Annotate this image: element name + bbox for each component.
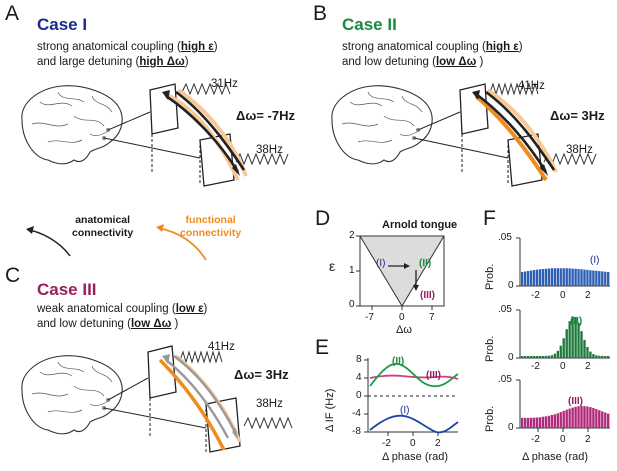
d-xtick-7: 7 xyxy=(429,312,435,323)
panel-a-diagram xyxy=(21,82,289,187)
legend-arrows xyxy=(26,224,207,261)
f-label-3: (III) xyxy=(568,396,583,407)
e-ytick-8: 8 xyxy=(356,354,362,365)
d-ytick-2: 2 xyxy=(349,230,355,241)
f1-xtick-0: 0 xyxy=(560,290,566,301)
f-label-1: (I) xyxy=(590,255,600,266)
panel-d-letter: D xyxy=(315,207,331,230)
panel-d-title: Arnold tongue xyxy=(382,219,458,231)
panel-a-freq1: 31Hz xyxy=(211,78,238,90)
d-ytick-0: 0 xyxy=(349,299,355,310)
d-ylabel: ε xyxy=(329,258,336,274)
f3-xtick-2: 2 xyxy=(585,434,591,445)
panel-a-detuning: Δω= -7Hz xyxy=(236,108,295,123)
panel-a-description: strong anatomical coupling (high ε) and … xyxy=(37,41,218,68)
panel-c-title: Case III xyxy=(37,280,97,299)
d-marker-3: (III) xyxy=(420,290,435,301)
panel-b-detuning: Δω= 3Hz xyxy=(550,108,605,123)
f2-ylabel: Prob. xyxy=(484,335,496,362)
f1-xtick-2: 2 xyxy=(585,290,591,301)
d-xtick-neg7: -7 xyxy=(365,312,374,323)
brain-icon xyxy=(21,85,123,165)
panel-e-letter: E xyxy=(315,336,330,359)
e-ytick-0: 0 xyxy=(356,390,362,401)
panel-a-letter: A xyxy=(5,2,20,25)
panel-b-title: Case II xyxy=(342,15,397,34)
panel-c-description: weak anatomical coupling (low ε) and low… xyxy=(37,303,208,330)
f2-ytick-top: .05 xyxy=(498,304,512,315)
panel-c-freq1: 41Hz xyxy=(208,341,235,353)
e-label-3: (III) xyxy=(426,370,441,381)
panel-a-freq2: 38Hz xyxy=(256,144,283,156)
d-marker-1: (I) xyxy=(376,258,386,269)
f1-xtick-neg2: -2 xyxy=(531,290,540,301)
f2-ytick-bottom: 0 xyxy=(508,352,514,363)
f2-xtick-2: 2 xyxy=(585,361,591,372)
f3-xtick-0: 0 xyxy=(560,434,566,445)
histogram-2 xyxy=(516,309,610,359)
f3-ytick-bottom: 0 xyxy=(508,422,514,433)
f3-ylabel: Prob. xyxy=(484,405,496,432)
e-label-2: (II) xyxy=(392,356,405,367)
panel-f-histograms xyxy=(516,237,610,432)
f2-xtick-0: 0 xyxy=(560,361,566,372)
d-ytick-1: 1 xyxy=(349,265,355,276)
e-ylabel: Δ IF (Hz) xyxy=(324,388,336,432)
e-ytick-neg8: -8 xyxy=(352,426,361,437)
f2-xtick-neg2: -2 xyxy=(531,361,540,372)
e-xtick-neg2: -2 xyxy=(382,438,391,449)
f3-xtick-neg2: -2 xyxy=(531,434,540,445)
panel-b-freq1: 41Hz xyxy=(518,80,545,92)
panel-f-letter: F xyxy=(483,207,496,230)
e-xlabel: Δ phase (rad) xyxy=(382,451,449,463)
f1-ytick-bottom: 0 xyxy=(508,280,514,291)
d-marker-2: (II) xyxy=(419,258,432,269)
f1-ylabel: Prob. xyxy=(484,263,496,290)
e-ytick-neg4: -4 xyxy=(352,408,361,419)
panel-e-plot xyxy=(364,358,459,436)
panel-b-freq2: 38Hz xyxy=(566,144,593,156)
panel-c-diagram xyxy=(21,345,293,454)
histogram-1 xyxy=(516,237,610,287)
panel-a-title: Case I xyxy=(37,15,88,34)
panel-c-detuning: Δω= 3Hz xyxy=(234,367,289,382)
d-xtick-0: 0 xyxy=(399,312,405,323)
e-xtick-2: 2 xyxy=(435,438,441,449)
f-xlabel: Δ phase (rad) xyxy=(522,451,589,463)
d-xlabel: Δω xyxy=(396,324,412,336)
f-label-2: (II) xyxy=(570,316,583,327)
panel-b-letter: B xyxy=(313,2,328,25)
brain-icon xyxy=(21,355,123,435)
histogram-3 xyxy=(516,379,610,432)
panel-b-diagram xyxy=(331,82,597,187)
brain-icon xyxy=(331,85,433,165)
panel-b-description: strong anatomical coupling (high ε) and … xyxy=(342,41,523,68)
e-label-1: (I) xyxy=(400,405,410,416)
e-ytick-4: 4 xyxy=(356,372,362,383)
panel-c-letter: C xyxy=(5,264,21,287)
f3-ytick-top: .05 xyxy=(498,374,512,385)
f1-ytick-top: .05 xyxy=(498,232,512,243)
panel-d-arnold-tongue xyxy=(356,235,445,310)
panel-c-freq2: 38Hz xyxy=(256,398,283,410)
e-xtick-0: 0 xyxy=(410,438,416,449)
